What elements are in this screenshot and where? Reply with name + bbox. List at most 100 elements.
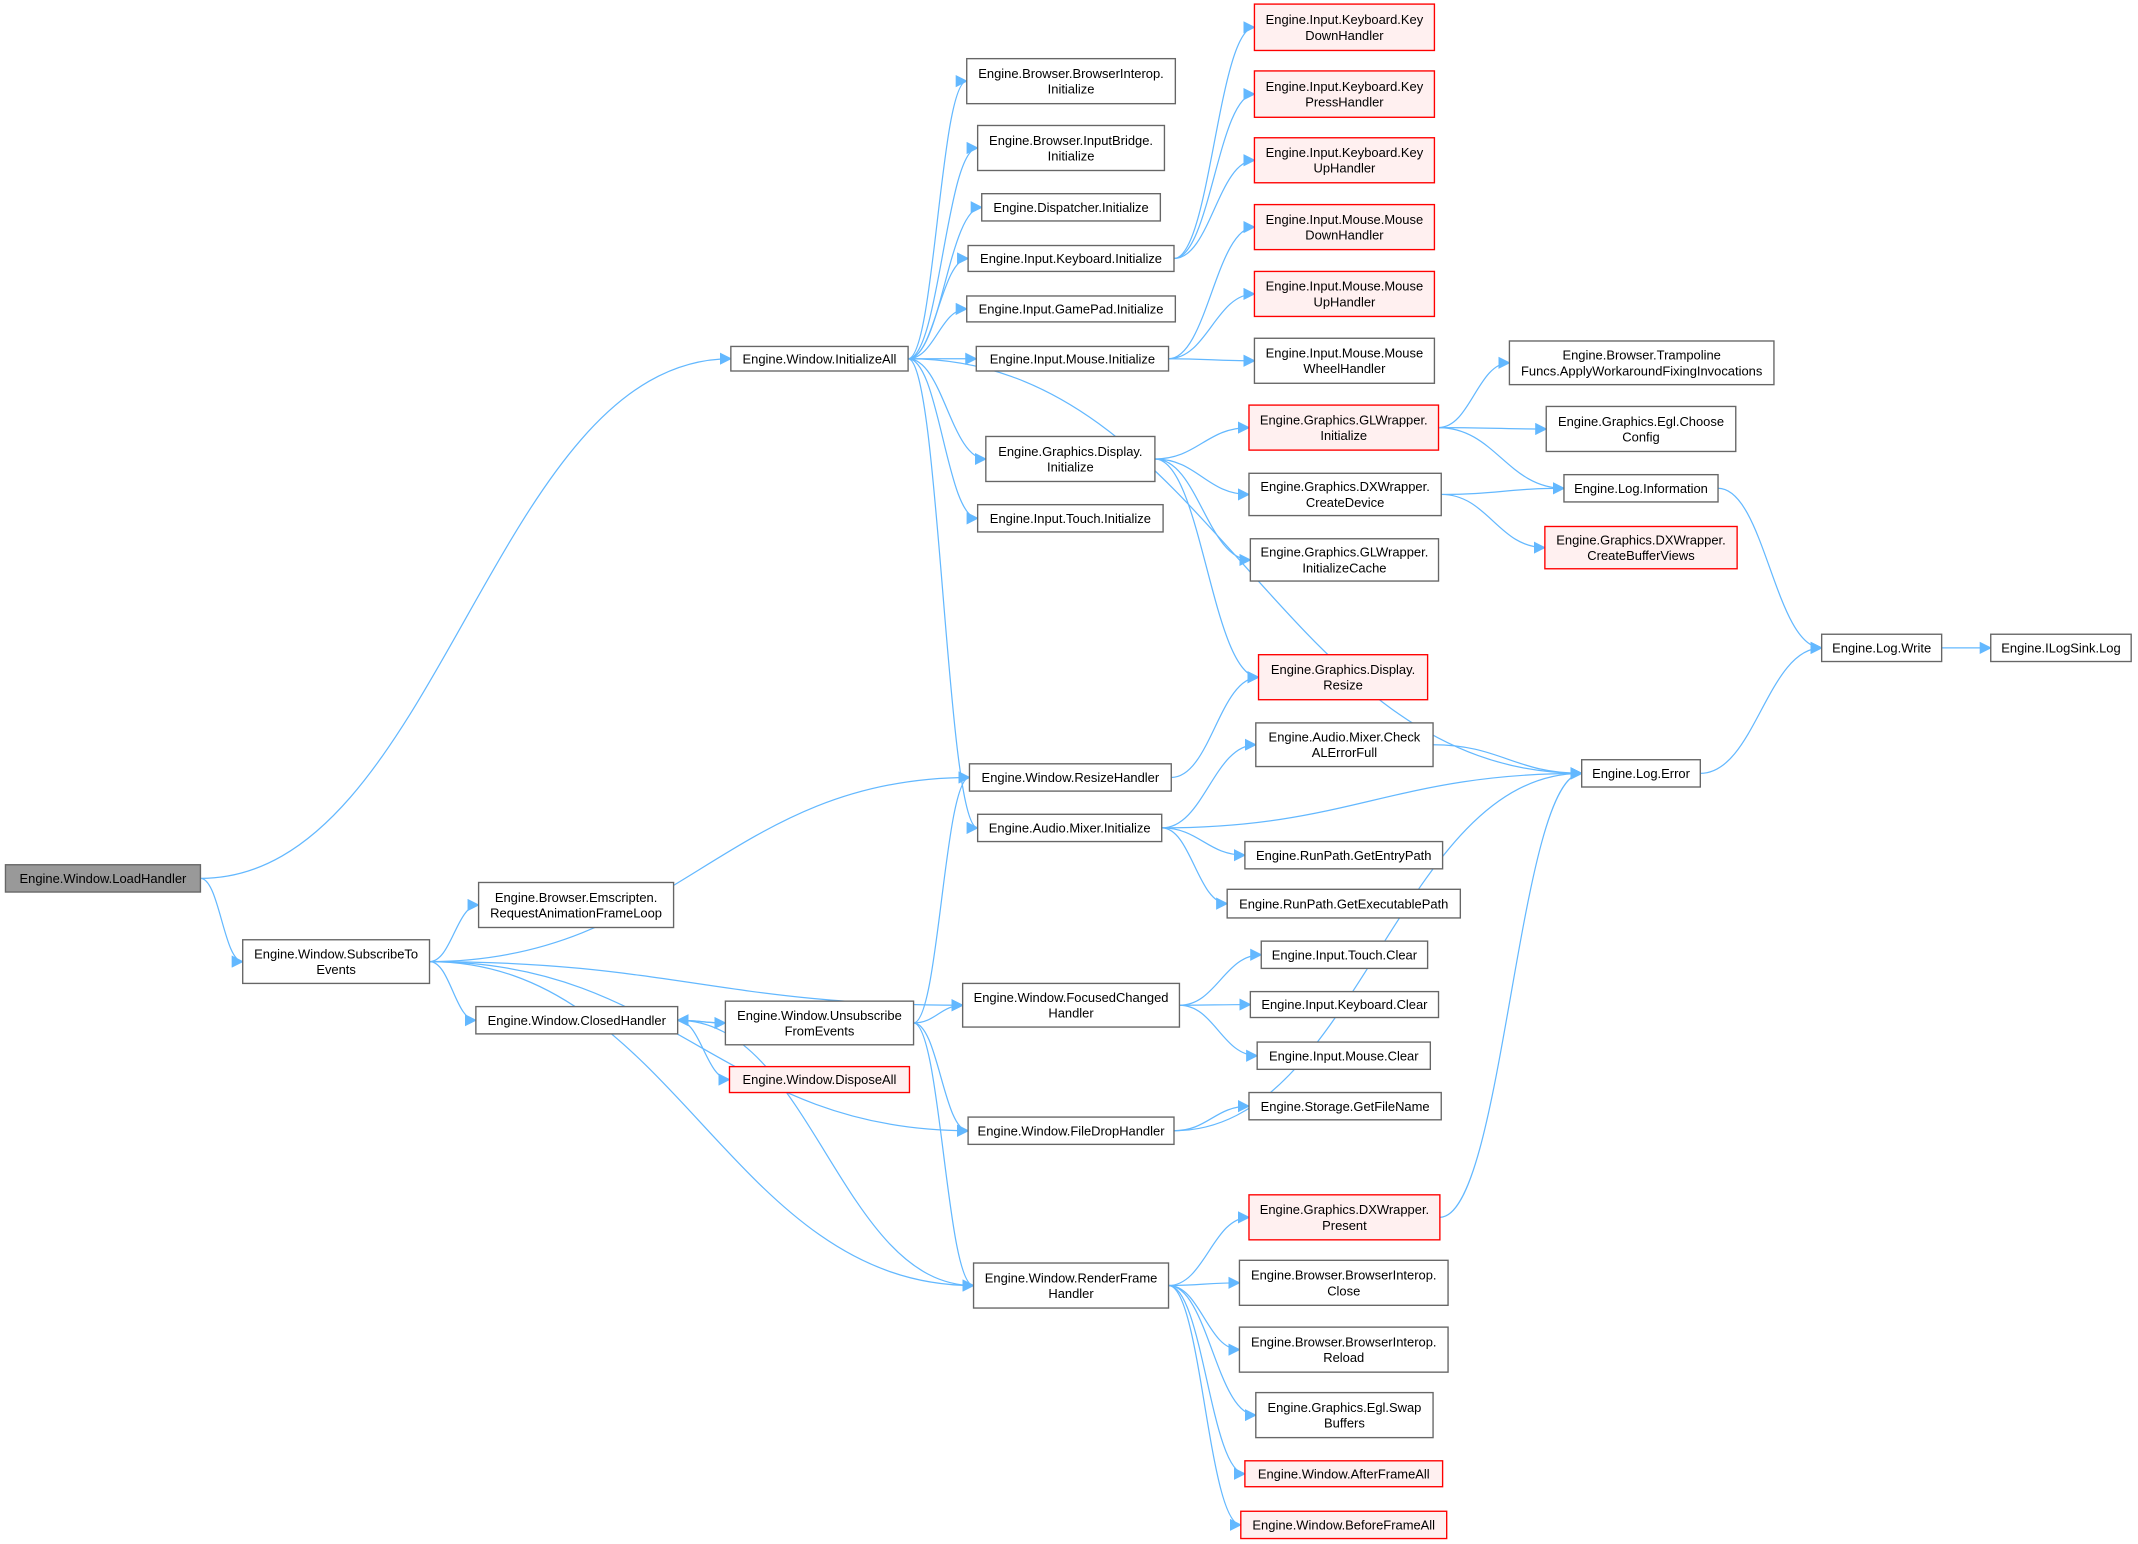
edge-render-to-present xyxy=(1168,1211,1251,1287)
node-label: Engine.Audio.Mixer.Initialize xyxy=(989,821,1151,836)
node-gexp[interactable]: Engine.RunPath.GetExecutablePath xyxy=(1226,888,1462,919)
node-gp-init[interactable]: Engine.Input.GamePad.Initialize xyxy=(966,295,1177,323)
edge-sub-to-emscr xyxy=(429,898,480,963)
node-before[interactable]: Engine.Window.BeforeFrameAll xyxy=(1240,1510,1448,1540)
node-gl-init[interactable]: Engine.Graphics.GLWrapper.Initialize xyxy=(1248,404,1440,451)
node-init-all[interactable]: Engine.Window.InitializeAll xyxy=(730,345,909,372)
node-label: Engine.Browser.BrowserInterop. xyxy=(978,66,1164,81)
node-label: UpHandler xyxy=(1314,294,1377,309)
node-touch-clr[interactable]: Engine.Input.Touch.Clear xyxy=(1260,940,1429,970)
node-gl-ic[interactable]: Engine.Graphics.GLWrapper.InitializeCach… xyxy=(1249,538,1440,582)
node-box xyxy=(966,295,1177,323)
node-gep[interactable]: Engine.RunPath.GetEntryPath xyxy=(1244,840,1444,870)
node-log-err[interactable]: Engine.Log.Error xyxy=(1581,759,1701,788)
node-kb-clr[interactable]: Engine.Input.Keyboard.Clear xyxy=(1249,990,1440,1019)
node-storage[interactable]: Engine.Storage.GetFileName xyxy=(1248,1091,1442,1121)
node-box xyxy=(1249,990,1440,1019)
node-label: ALErrorFull xyxy=(1312,745,1378,760)
node-label: Reload xyxy=(1323,1350,1364,1365)
node-label: Engine.Audio.Mixer.Check xyxy=(1269,730,1421,745)
node-label: Engine.Input.GamePad.Initialize xyxy=(979,302,1164,317)
node-dispose[interactable]: Engine.Window.DisposeAll xyxy=(728,1065,911,1094)
node-label: Engine.Input.Touch.Initialize xyxy=(990,511,1151,526)
edge-init-all-to-touch-init xyxy=(907,358,979,525)
node-box xyxy=(1253,70,1436,118)
node-tramp[interactable]: Engine.Browser.TrampolineFuncs.ApplyWork… xyxy=(1508,340,1775,386)
node-mouse-init[interactable]: Engine.Input.Mouse.Initialize xyxy=(975,345,1170,372)
node-label: Engine.Input.Mouse.Mouse xyxy=(1266,346,1423,361)
edge-sub-to-render xyxy=(429,960,975,1292)
node-box xyxy=(730,345,909,372)
edge-focus-to-touch-clr xyxy=(1179,948,1263,1006)
node-label: Engine.Log.Write xyxy=(1832,641,1931,656)
node-log-info[interactable]: Engine.Log.Information xyxy=(1563,473,1719,503)
node-bb-init[interactable]: Engine.Browser.BrowserInterop.Initialize xyxy=(966,57,1177,105)
node-present[interactable]: Engine.Graphics.DXWrapper.Present xyxy=(1248,1194,1441,1241)
node-label: Engine.Browser.InputBridge. xyxy=(989,133,1153,148)
node-resize[interactable]: Engine.Window.ResizeHandler xyxy=(968,763,1172,792)
edge-dx-cd-to-log-info xyxy=(1441,482,1566,496)
edge-gl-init-to-log-info xyxy=(1438,426,1566,495)
edge-focus-to-kb-clr xyxy=(1179,998,1252,1011)
node-after[interactable]: Engine.Window.AfterFrameAll xyxy=(1244,1460,1444,1488)
node-label: FromEvents xyxy=(785,1023,855,1038)
node-bb-close[interactable]: Engine.Browser.BrowserInterop.Close xyxy=(1238,1259,1449,1306)
node-ilog[interactable]: Engine.ILogSink.Log xyxy=(1990,633,2132,663)
node-box xyxy=(1253,337,1436,384)
node-label: Engine.Storage.GetFileName xyxy=(1261,1099,1430,1114)
node-box xyxy=(1248,1194,1441,1241)
edge-render-to-after xyxy=(1168,1284,1247,1480)
node-touch-init[interactable]: Engine.Input.Touch.Initialize xyxy=(976,503,1164,533)
node-label: Engine.Log.Error xyxy=(1592,766,1690,781)
node-dx-cbv[interactable]: Engine.Graphics.DXWrapper.CreateBufferVi… xyxy=(1544,525,1738,570)
node-label: Engine.Input.Mouse.Mouse xyxy=(1266,212,1423,227)
node-label: Engine.Window.ResizeHandler xyxy=(982,770,1160,785)
node-load[interactable]: Engine.Window.LoadHandler xyxy=(4,864,202,893)
edge-focus-to-ms-clr xyxy=(1179,1004,1259,1062)
edge-gl-init-to-tramp xyxy=(1438,356,1511,429)
node-am-init[interactable]: Engine.Audio.Mixer.Initialize xyxy=(976,813,1163,843)
node-label: WheelHandler xyxy=(1303,361,1386,376)
node-gd-resize[interactable]: Engine.Graphics.Display.Resize xyxy=(1257,654,1429,701)
node-box xyxy=(975,345,1170,372)
node-label: Engine.Window.FocusedChanged xyxy=(974,990,1169,1005)
edge-gd-init-to-gl-init xyxy=(1154,421,1251,460)
node-closed[interactable]: Engine.Window.ClosedHandler xyxy=(475,1005,679,1035)
node-log-write[interactable]: Engine.Log.Write xyxy=(1820,633,1943,663)
node-dx-cd[interactable]: Engine.Graphics.DXWrapper.CreateDevice xyxy=(1248,472,1442,517)
edge-sub-to-file-drop xyxy=(429,960,970,1137)
node-box xyxy=(1238,1326,1449,1373)
node-box xyxy=(475,1005,679,1035)
node-ms-clr[interactable]: Engine.Input.Mouse.Clear xyxy=(1256,1041,1432,1071)
node-box xyxy=(967,1116,1175,1146)
edge-sub-to-resize xyxy=(429,771,971,963)
node-bb-reload[interactable]: Engine.Browser.BrowserInterop.Reload xyxy=(1238,1326,1449,1373)
node-box xyxy=(1260,940,1429,970)
node-emscr[interactable]: Engine.Browser.Emscripten.RequestAnimati… xyxy=(477,881,675,929)
node-label: Engine.Graphics.Egl.Choose xyxy=(1558,414,1724,429)
node-kb-init[interactable]: Engine.Input.Keyboard.Initialize xyxy=(967,244,1175,273)
node-gd-init[interactable]: Engine.Graphics.Display.Initialize xyxy=(985,435,1156,483)
node-disp-init[interactable]: Engine.Dispatcher.Initialize xyxy=(981,193,1162,222)
node-file-drop[interactable]: Engine.Window.FileDropHandler xyxy=(967,1116,1175,1146)
edge-present-to-log-err xyxy=(1439,767,1583,1218)
edge-load-to-init-all xyxy=(200,352,733,880)
node-box xyxy=(477,881,675,929)
node-ib-init[interactable]: Engine.Browser.InputBridge.Initialize xyxy=(976,124,1166,172)
node-box xyxy=(976,813,1163,843)
edge-init-all-to-kb-init xyxy=(908,252,970,360)
node-label: Engine.Graphics.DXWrapper. xyxy=(1556,532,1725,547)
